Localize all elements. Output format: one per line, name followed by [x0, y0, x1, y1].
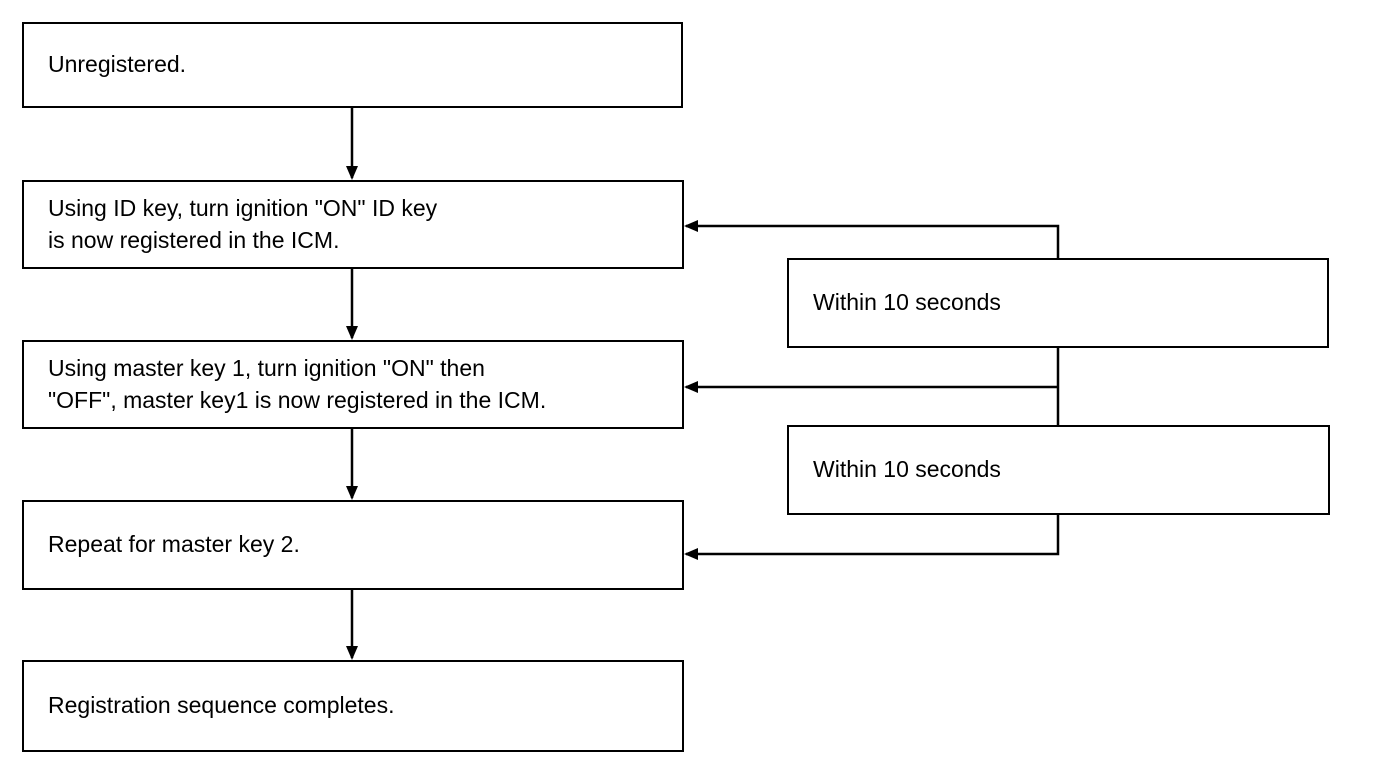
connector-to-step2 [684, 220, 1060, 258]
connector-to-step4 [684, 513, 1060, 560]
step-master-key-2-text: Repeat for master key 2. [48, 531, 300, 558]
step-unregistered: Unregistered. [22, 22, 683, 108]
timer-box-2-text: Within 10 seconds [813, 456, 1001, 483]
timer-box-1: Within 10 seconds [787, 258, 1329, 348]
timer-box-2: Within 10 seconds [787, 425, 1330, 515]
timer-box-1-text: Within 10 seconds [813, 289, 1001, 316]
step-complete-text: Registration sequence completes. [48, 692, 395, 719]
step-unregistered-text: Unregistered. [48, 51, 187, 78]
step-id-key: Using ID key, turn ignition "ON" ID key … [22, 180, 684, 269]
step-complete: Registration sequence completes. [22, 660, 684, 752]
step-id-key-text: Using ID key, turn ignition "ON" ID key … [48, 195, 438, 253]
step-master-key-2: Repeat for master key 2. [22, 500, 684, 590]
step-master-key-1: Using master key 1, turn ignition "ON" t… [22, 340, 684, 429]
step-master-key-1-text: Using master key 1, turn ignition "ON" t… [48, 355, 547, 413]
